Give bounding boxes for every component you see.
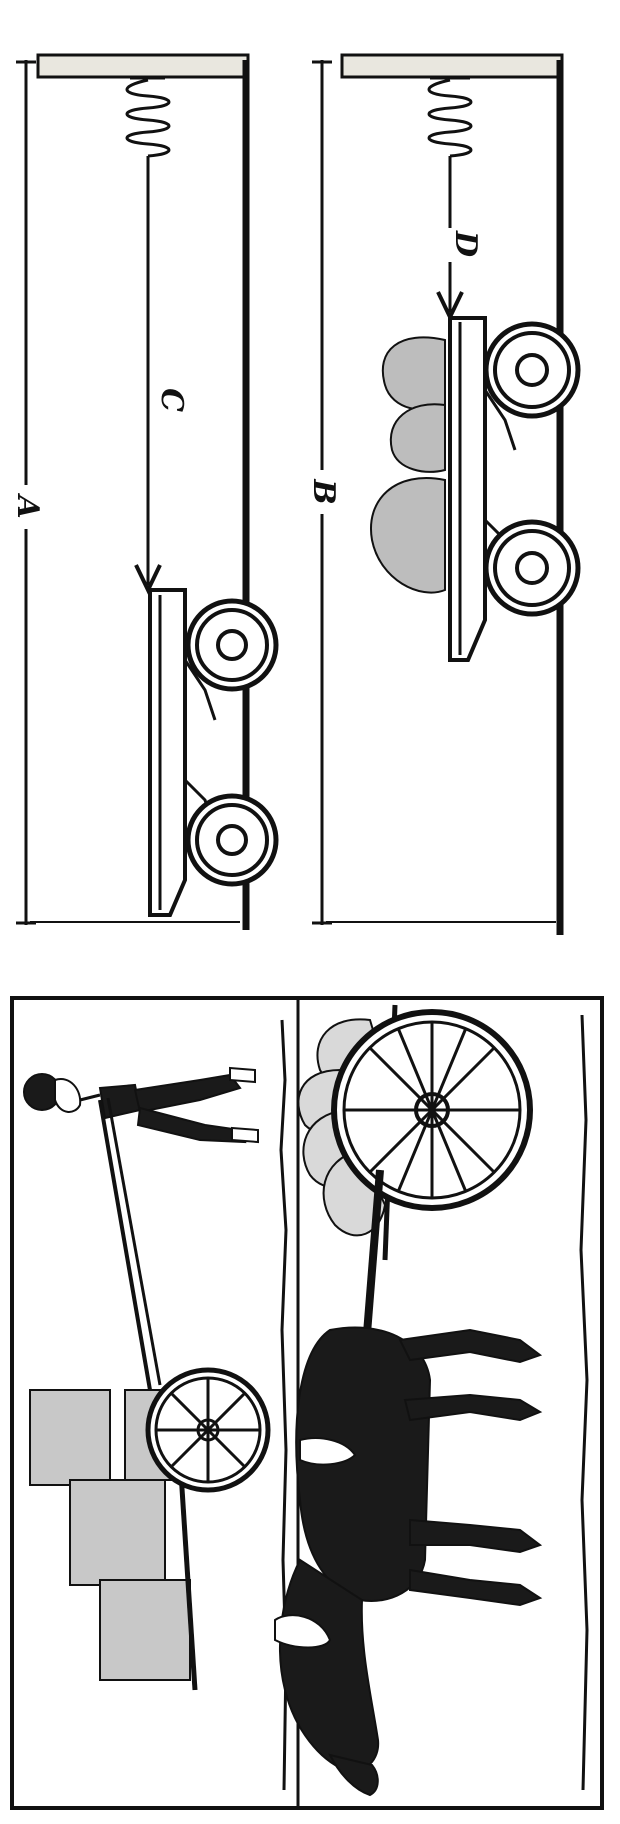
hay-cart-wheel xyxy=(145,1367,271,1493)
panel-b-cart-bed xyxy=(448,316,487,662)
panel-b-rear-wheel xyxy=(483,519,581,617)
panel-b: D B xyxy=(306,53,581,935)
spring-experiment-figure: C A xyxy=(10,53,581,935)
panel-b-rock-load xyxy=(370,336,446,594)
panel-a-spring xyxy=(125,76,171,158)
panel-a-label-gap xyxy=(12,485,40,529)
panel-b-label-gap-force xyxy=(440,228,464,262)
panel-b-cart xyxy=(370,316,581,662)
horse-scene-ground xyxy=(579,1014,589,1791)
horse-figure xyxy=(274,1326,543,1797)
panel-a-force-label: C xyxy=(154,388,189,412)
panel-b-force-label: D xyxy=(448,230,483,257)
panel-b-measure-label: B xyxy=(306,478,341,504)
panel-a-cart-bed xyxy=(148,588,187,917)
horse-pulling-scene xyxy=(274,1004,589,1797)
man-pulling-scene xyxy=(23,1019,288,1791)
man-figure xyxy=(23,1066,259,1144)
panel-a-support-block xyxy=(36,53,250,79)
hay-cart-shaft xyxy=(98,1099,152,1391)
cart-pulling-figure xyxy=(10,996,604,1810)
panel-a-measure-label: A xyxy=(10,492,45,518)
panel-a-rear-wheel xyxy=(185,793,279,887)
panel-a-cart xyxy=(148,588,279,917)
panel-a-front-wheel xyxy=(185,598,279,692)
panel-a: C A xyxy=(10,53,279,930)
panel-b-support-block xyxy=(340,53,564,79)
panel-b-label-gap xyxy=(308,470,336,514)
hay-bales xyxy=(29,1389,191,1681)
cart-pulling-frame xyxy=(10,996,604,1810)
panel-b-front-wheel xyxy=(483,321,581,419)
panel-b-spring xyxy=(427,76,473,158)
horse-cart-wheel xyxy=(331,1009,533,1211)
